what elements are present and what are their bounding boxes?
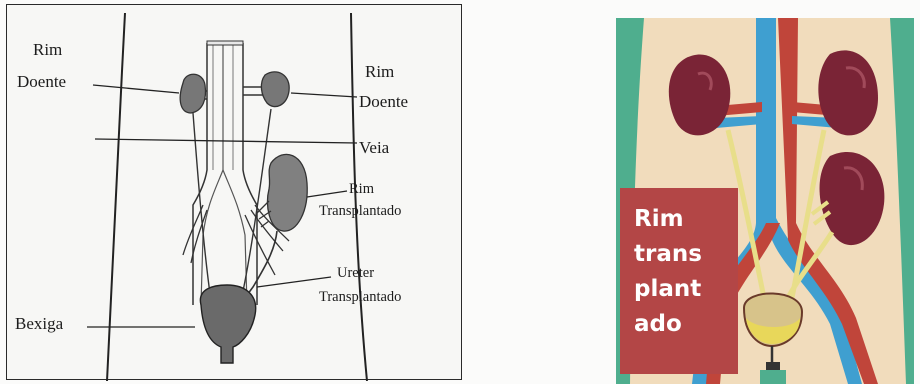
transplanted-kidney bbox=[268, 154, 308, 231]
body-contour-left bbox=[107, 13, 125, 381]
diseased-kidney-left bbox=[180, 74, 205, 113]
body-bottom bbox=[760, 370, 786, 384]
diseased-kidney-right bbox=[261, 72, 289, 107]
label-diseased-kidney-right-line1: Rim bbox=[365, 63, 394, 81]
label-bladder: Bexiga bbox=[15, 315, 63, 333]
bladder bbox=[200, 285, 255, 363]
transplanted-kidney-label-box: Rim trans plant ado bbox=[620, 188, 738, 374]
label-vein: Veia bbox=[359, 139, 389, 157]
urethra bbox=[766, 362, 780, 370]
label-line-2: trans bbox=[634, 237, 738, 272]
label-diseased-kidney-left-line1: Rim bbox=[33, 41, 62, 59]
label-diseased-kidney-left-line2: Doente bbox=[17, 73, 66, 91]
native-kidney-left bbox=[669, 54, 731, 135]
illustration-panel: Rim trans plant ado bbox=[616, 18, 914, 384]
label-transplanted-kidney-line1: Rim bbox=[349, 181, 374, 197]
label-line-4: ado bbox=[634, 307, 738, 342]
label-transplanted-kidney-line2: Transplantado bbox=[319, 203, 401, 219]
label-diseased-kidney-right-line2: Doente bbox=[359, 93, 408, 111]
right-renal-vessels bbox=[243, 87, 263, 95]
label-line-3: plant bbox=[634, 272, 738, 307]
label-transplanted-ureter-line1: Ureter bbox=[337, 265, 374, 281]
schematic-drawing bbox=[7, 5, 463, 381]
schematic-diagram-panel: Rim Doente Rim Doente Veia Rim Transplan… bbox=[6, 4, 462, 380]
label-transplanted-ureter-line2: Transplantado bbox=[319, 289, 401, 305]
label-line-1: Rim bbox=[634, 202, 738, 237]
